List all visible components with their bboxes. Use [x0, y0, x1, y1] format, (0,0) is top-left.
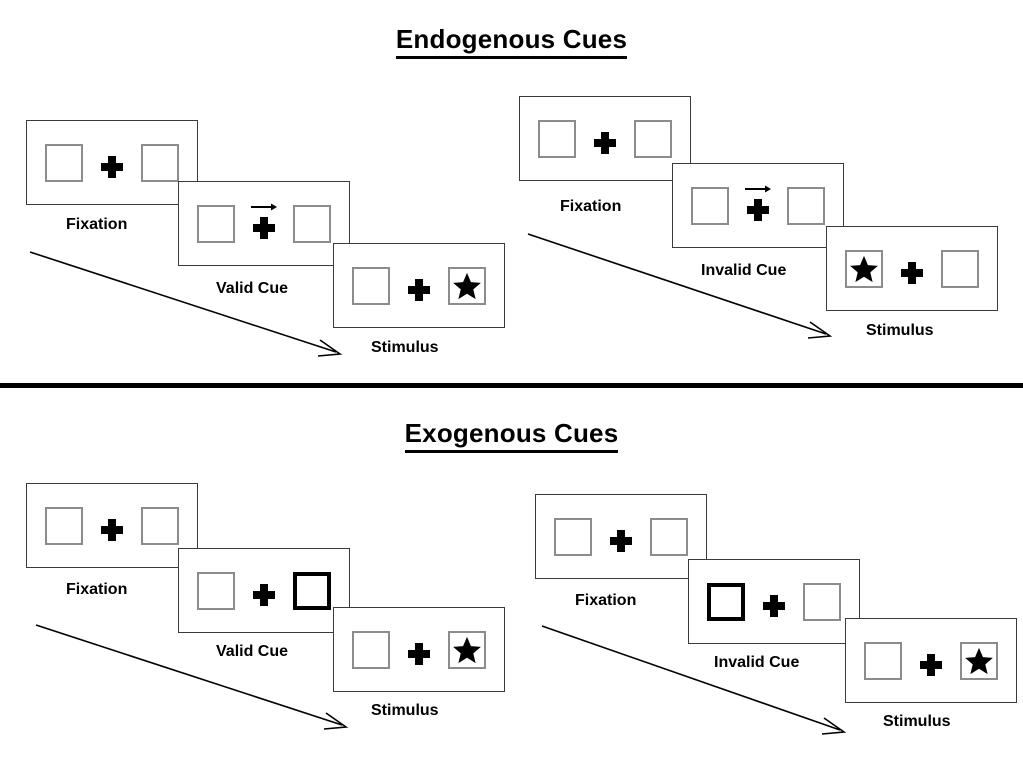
star-target-icon	[453, 636, 481, 663]
fixation-cross-wrap	[916, 638, 946, 684]
caption-endo-valid-fixation: Fixation	[66, 216, 128, 233]
fixation-cross-icon	[610, 529, 632, 552]
caption-exo-valid-cue: Valid Cue	[216, 643, 289, 660]
caption-endo-invalid-cue: Invalid Cue	[701, 262, 787, 279]
stimulus-box-right	[448, 630, 486, 669]
section-divider	[0, 383, 1023, 388]
stimulus-box-right	[141, 506, 179, 545]
panel-exo-valid-fixation	[26, 483, 198, 568]
caption-endo-invalid-fixation: Fixation	[560, 198, 622, 215]
panel-endo-invalid-stimulus	[826, 226, 998, 311]
stimulus-box-left	[197, 204, 235, 243]
panel-exo-valid-cue	[178, 548, 350, 633]
stimulus-box-right	[803, 582, 841, 621]
flow-arrow-endo-invalid	[527, 233, 833, 339]
panel-content	[45, 503, 179, 549]
stimulus-box-left	[538, 119, 576, 158]
flow-arrow-exo-valid	[35, 624, 349, 730]
caption-endo-valid-stimulus: Stimulus	[371, 339, 439, 356]
fixation-cross-icon	[901, 261, 923, 284]
fixation-cross-icon	[101, 518, 123, 541]
fixation-cross-wrap	[759, 579, 789, 625]
panel-content	[864, 638, 998, 684]
section-title-exogenous-text: Exogenous Cues	[404, 418, 619, 453]
panel-exo-invalid-fixation	[535, 494, 707, 579]
stimulus-box-right	[941, 249, 979, 288]
stimulus-box-left	[352, 266, 390, 305]
fixation-cross-wrap	[404, 263, 434, 309]
panel-content	[845, 246, 979, 292]
panel-content	[352, 627, 486, 673]
panel-content	[538, 116, 672, 162]
fixation-cross-icon	[920, 653, 942, 676]
panel-endo-valid-fixation	[26, 120, 198, 205]
panel-exo-invalid-cue	[688, 559, 860, 644]
fixation-cross-icon	[101, 155, 123, 178]
caption-exo-invalid-cue: Invalid Cue	[714, 654, 800, 671]
stimulus-box-right	[650, 517, 688, 556]
stimulus-box-left-cued	[707, 582, 745, 621]
panel-content	[691, 183, 825, 229]
caption-exo-valid-stimulus: Stimulus	[371, 702, 439, 719]
fixation-cross-icon	[594, 131, 616, 154]
caption-exo-invalid-fixation: Fixation	[575, 592, 637, 609]
section-title-endogenous-text: Endogenous Cues	[395, 24, 628, 59]
fixation-cross-icon	[763, 594, 785, 617]
panel-content	[45, 140, 179, 186]
stimulus-box-right-cued	[293, 571, 331, 610]
fixation-cross-icon	[408, 278, 430, 301]
stimulus-box-right	[141, 143, 179, 182]
panel-exo-valid-stimulus	[333, 607, 505, 692]
fixation-cross-icon	[253, 583, 275, 606]
panel-content	[197, 568, 331, 614]
stimulus-box-right	[293, 204, 331, 243]
stimulus-box-left	[352, 630, 390, 669]
cue-arrow-right-icon	[251, 203, 277, 210]
cue-arrow-right-icon	[745, 185, 771, 192]
panel-content	[554, 514, 688, 560]
panel-endo-valid-stimulus	[333, 243, 505, 328]
panel-endo-valid-cue	[178, 181, 350, 266]
stimulus-box-right	[448, 266, 486, 305]
caption-exo-invalid-stimulus: Stimulus	[883, 713, 951, 730]
fixation-cross-wrap	[97, 503, 127, 549]
panel-endo-invalid-cue	[672, 163, 844, 248]
fixation-cross-wrap	[97, 140, 127, 186]
panel-content	[707, 579, 841, 625]
stimulus-box-left	[864, 641, 902, 680]
stimulus-box-left	[554, 517, 592, 556]
panel-endo-invalid-fixation	[519, 96, 691, 181]
fixation-cross-wrap	[743, 183, 773, 229]
fixation-cross-wrap	[249, 201, 279, 247]
fixation-cross-wrap	[897, 246, 927, 292]
section-title-endogenous: Endogenous Cues	[0, 24, 1023, 59]
fixation-cross-wrap	[590, 116, 620, 162]
stimulus-box-left	[845, 249, 883, 288]
fixation-cross-icon	[253, 216, 275, 239]
stimulus-box-left	[691, 186, 729, 225]
stimulus-box-right	[634, 119, 672, 158]
panel-content	[352, 263, 486, 309]
stimulus-box-right	[787, 186, 825, 225]
fixation-cross-wrap	[606, 514, 636, 560]
caption-endo-valid-cue: Valid Cue	[216, 280, 289, 297]
fixation-cross-wrap	[404, 627, 434, 673]
fixation-cross-icon	[408, 642, 430, 665]
section-title-exogenous: Exogenous Cues	[0, 418, 1023, 453]
star-target-icon	[453, 272, 481, 299]
panel-content	[197, 201, 331, 247]
panel-exo-invalid-stimulus	[845, 618, 1017, 703]
fixation-cross-wrap	[249, 568, 279, 614]
stimulus-box-left	[45, 143, 83, 182]
caption-endo-invalid-stimulus: Stimulus	[866, 322, 934, 339]
star-target-icon	[965, 647, 993, 674]
caption-exo-valid-fixation: Fixation	[66, 581, 128, 598]
star-target-icon	[850, 255, 878, 282]
stimulus-box-left	[45, 506, 83, 545]
fixation-cross-icon	[747, 198, 769, 221]
stimulus-box-left	[197, 571, 235, 610]
stimulus-box-right	[960, 641, 998, 680]
